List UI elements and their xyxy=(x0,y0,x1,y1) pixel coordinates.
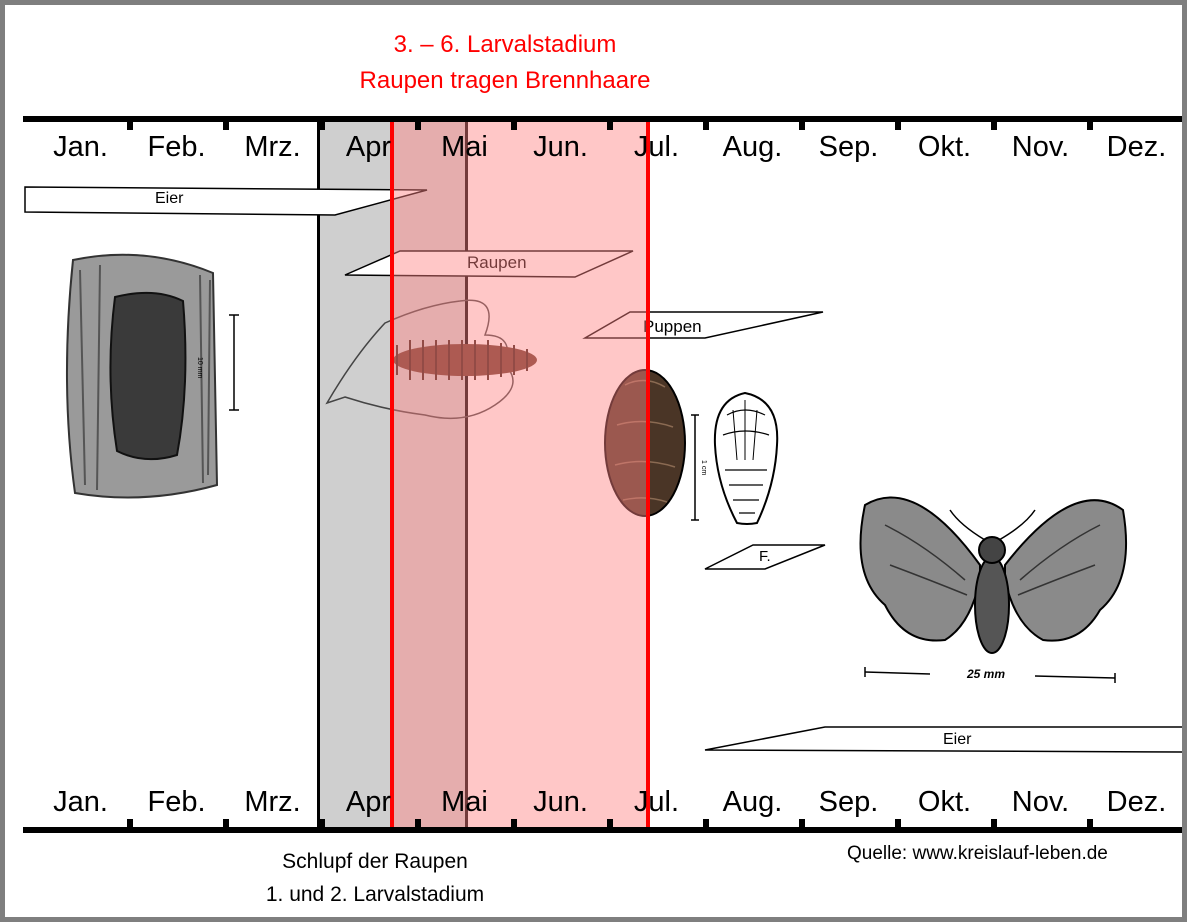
bottom-axis xyxy=(23,827,1185,833)
top-axis xyxy=(23,116,1185,122)
pupa-scale-label: 1 cm xyxy=(700,460,707,475)
bottom-axis-tick xyxy=(319,819,325,833)
top-month-mrz: Mrz. xyxy=(225,131,320,164)
bottom-axis-tick xyxy=(223,819,229,833)
top-axis-tick xyxy=(895,116,901,130)
bottom-month-apr: Apr xyxy=(321,786,416,819)
label-eggs-start: Eier xyxy=(155,190,183,208)
bottom-month-jun: Jun. xyxy=(513,786,608,819)
bottom-month-jul: Jul. xyxy=(609,786,704,819)
top-month-dez: Dez. xyxy=(1089,131,1184,164)
top-month-aug: Aug. xyxy=(705,131,800,164)
top-month-feb: Feb. xyxy=(129,131,224,164)
egg-scale-label: 10 mm xyxy=(196,357,203,378)
bottom-axis-tick xyxy=(703,819,709,833)
bottom-axis-tick xyxy=(607,819,613,833)
top-axis-tick xyxy=(607,116,613,130)
moth-illustration xyxy=(861,498,1127,684)
top-axis-tick xyxy=(511,116,517,130)
bottom-month-jan: Jan. xyxy=(33,786,128,819)
top-month-sep: Sep. xyxy=(801,131,896,164)
stinging-hairs-band xyxy=(390,116,650,833)
top-month-jun: Jun. xyxy=(513,131,608,164)
stage-eggs-start xyxy=(25,187,427,215)
top-month-mai: Mai xyxy=(417,131,512,164)
lifecycle-diagram: 3. – 6. Larvalstadium Raupen tragen Bren… xyxy=(5,5,1187,922)
bottom-month-feb: Feb. xyxy=(129,786,224,819)
hatch-caption-line-1: Schlupf der Raupen xyxy=(195,850,555,874)
bottom-month-dez: Dez. xyxy=(1089,786,1184,819)
top-month-okt: Okt. xyxy=(897,131,992,164)
bottom-month-nov: Nov. xyxy=(993,786,1088,819)
label-eggs-end: Eier xyxy=(943,731,971,749)
top-month-nov: Nov. xyxy=(993,131,1088,164)
top-axis-tick xyxy=(703,116,709,130)
top-axis-tick xyxy=(415,116,421,130)
bottom-axis-tick xyxy=(991,819,997,833)
bottom-month-aug: Aug. xyxy=(705,786,800,819)
top-axis-tick xyxy=(223,116,229,130)
top-axis-tick xyxy=(799,116,805,130)
bottom-month-okt: Okt. xyxy=(897,786,992,819)
bottom-month-mrz: Mrz. xyxy=(225,786,320,819)
bottom-axis-tick xyxy=(799,819,805,833)
top-month-jan: Jan. xyxy=(33,131,128,164)
top-axis-tick xyxy=(1087,116,1093,130)
label-moth: F. xyxy=(759,548,771,565)
bottom-axis-tick xyxy=(1087,819,1093,833)
top-month-apr: Apr xyxy=(321,131,416,164)
egg-mass-illustration xyxy=(67,255,239,498)
bottom-axis-tick xyxy=(127,819,133,833)
top-axis-tick xyxy=(991,116,997,130)
bottom-axis-tick xyxy=(895,819,901,833)
source-credit: Quelle: www.kreislauf-leben.de xyxy=(847,843,1108,865)
bottom-axis-tick xyxy=(511,819,517,833)
bottom-month-mai: Mai xyxy=(417,786,512,819)
hatch-caption-line-2: 1. und 2. Larvalstadium xyxy=(195,883,555,907)
bottom-axis-tick xyxy=(415,819,421,833)
moth-scale-label: 25 mm xyxy=(967,667,1005,681)
label-pupae: Puppen xyxy=(643,317,702,337)
bottom-month-sep: Sep. xyxy=(801,786,896,819)
top-month-jul: Jul. xyxy=(609,131,704,164)
pupa-illustration xyxy=(715,393,777,524)
top-axis-tick xyxy=(127,116,133,130)
top-axis-tick xyxy=(319,116,325,130)
